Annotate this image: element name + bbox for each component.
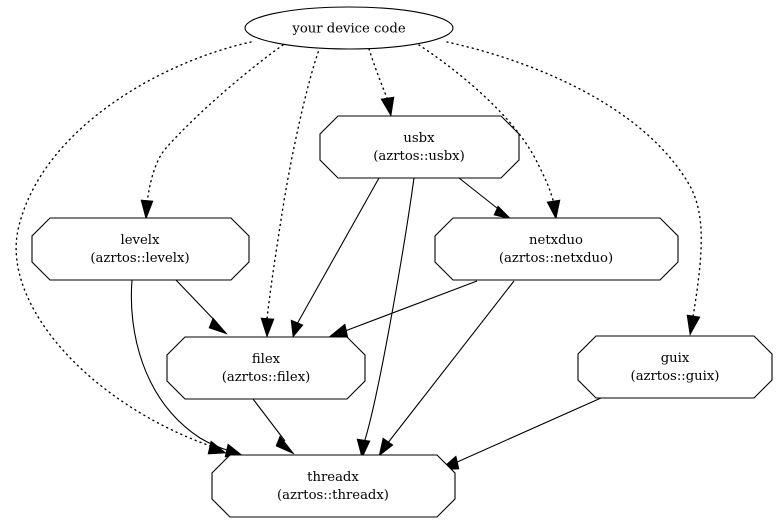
node-label-filex-line1: filex: [252, 352, 281, 367]
node-netxduo[interactable]: netxduo (azrtos::netxduo): [434, 217, 679, 281]
node-label-threadx-line2: (azrtos::threadx): [277, 488, 389, 503]
node-label-netxduo-line2: (azrtos::netxduo): [499, 251, 613, 266]
edge-device-to-netxduo: [418, 44, 561, 220]
node-threadx[interactable]: threadx (azrtos::threadx): [211, 454, 456, 518]
node-layer: your device code usbx (azrtos::usbx) lev…: [31, 6, 773, 518]
edge-device-to-levelx: [140, 44, 284, 220]
edge-filex-to-threadx: [252, 398, 295, 455]
node-shape-octagon: [166, 336, 366, 400]
node-label-guix-line2: (azrtos::guix): [631, 369, 720, 384]
edge-netxduo-to-filex: [328, 280, 478, 339]
node-label-usbx-line2: (azrtos::usbx): [373, 149, 464, 164]
node-shape-octagon: [577, 335, 773, 399]
node-label-levelx-line1: levelx: [121, 233, 160, 248]
edge-netxduo-to-threadx: [378, 280, 515, 457]
edge-layer: [15, 41, 702, 471]
node-shape-octagon: [31, 217, 250, 281]
node-guix[interactable]: guix (azrtos::guix): [577, 335, 773, 399]
node-shape-octagon: [319, 115, 520, 179]
edge-guix-to-threadx: [439, 397, 602, 471]
node-label-netxduo-line1: netxduo: [529, 233, 583, 248]
node-your-device-code[interactable]: your device code: [244, 6, 454, 50]
node-shape-octagon: [211, 454, 456, 518]
node-label-guix-line1: guix: [661, 351, 690, 366]
node-usbx[interactable]: usbx (azrtos::usbx): [319, 115, 520, 179]
edge-device-to-usbx: [368, 48, 395, 117]
node-shape-ellipse: [244, 6, 454, 50]
node-label-threadx-line1: threadx: [307, 470, 359, 485]
node-label-device-line1: your device code: [291, 22, 405, 37]
node-filex[interactable]: filex (azrtos::filex): [166, 336, 366, 400]
node-shape-octagon: [434, 217, 679, 281]
node-levelx[interactable]: levelx (azrtos::levelx): [31, 217, 250, 281]
edge-levelx-to-filex: [175, 279, 228, 335]
edge-device-to-filex: [260, 46, 321, 338]
edge-usbx-to-threadx: [356, 177, 415, 459]
node-label-levelx-line2: (azrtos::levelx): [90, 251, 189, 266]
node-label-usbx-line1: usbx: [403, 131, 435, 146]
edge-usbx-to-netxduo: [458, 177, 512, 220]
node-label-filex-line2: (azrtos::filex): [222, 370, 311, 385]
edge-device-to-guix: [446, 41, 702, 336]
edge-usbx-to-filex: [290, 177, 380, 338]
